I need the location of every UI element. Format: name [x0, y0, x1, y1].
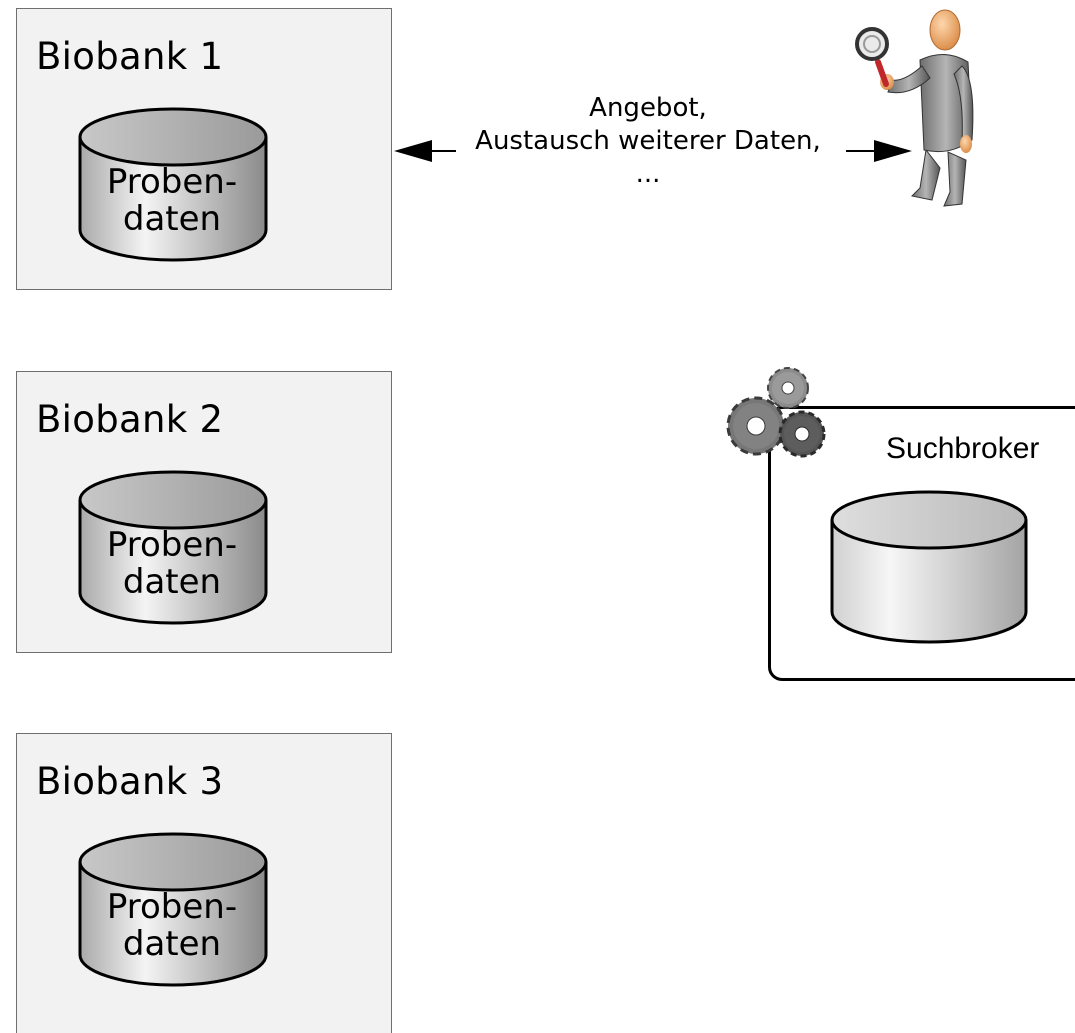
- biobank-2-box: Biobank 2 Proben- daten: [16, 371, 392, 653]
- biobank-1-db-label: Proben- daten: [77, 164, 267, 238]
- biobank-3-db-label: Proben- daten: [77, 889, 267, 963]
- biobank-3-title: Biobank 3: [36, 760, 224, 803]
- db-label-line1: Proben-: [106, 162, 238, 202]
- suchbroker-box: [768, 406, 1075, 681]
- biobank-1-box: Biobank 1 Proben- daten: [16, 8, 392, 290]
- db-label-line1: Proben-: [106, 887, 238, 927]
- exchange-label: Angebot, Austausch weiterer Daten, ...: [458, 92, 838, 191]
- db-label-line1: Proben-: [106, 525, 238, 565]
- biobank-2-title: Biobank 2: [36, 398, 224, 441]
- suchbroker-label: Suchbroker: [886, 432, 1040, 465]
- database-cylinder-icon: [78, 107, 268, 262]
- exchange-line1: Angebot,: [589, 93, 707, 123]
- exchange-line3: ...: [635, 159, 661, 189]
- bidirectional-arrow: [394, 140, 912, 162]
- exchange-line2: Austausch weiterer Daten,: [475, 126, 821, 156]
- database-cylinder-icon: [78, 470, 268, 625]
- db-label-line2: daten: [122, 199, 222, 239]
- db-label-line2: daten: [122, 562, 222, 602]
- biobank-3-box: Biobank 3 Proben- daten: [16, 733, 392, 1033]
- broker-database-cylinder-icon: [830, 490, 1028, 644]
- biobank-2-db-label: Proben- daten: [77, 527, 267, 601]
- biobank-1-title: Biobank 1: [36, 35, 224, 78]
- gears-icon: [726, 367, 826, 458]
- database-cylinder-icon: [78, 832, 268, 987]
- researcher-with-magnifier-icon: [855, 9, 974, 207]
- db-label-line2: daten: [122, 924, 222, 964]
